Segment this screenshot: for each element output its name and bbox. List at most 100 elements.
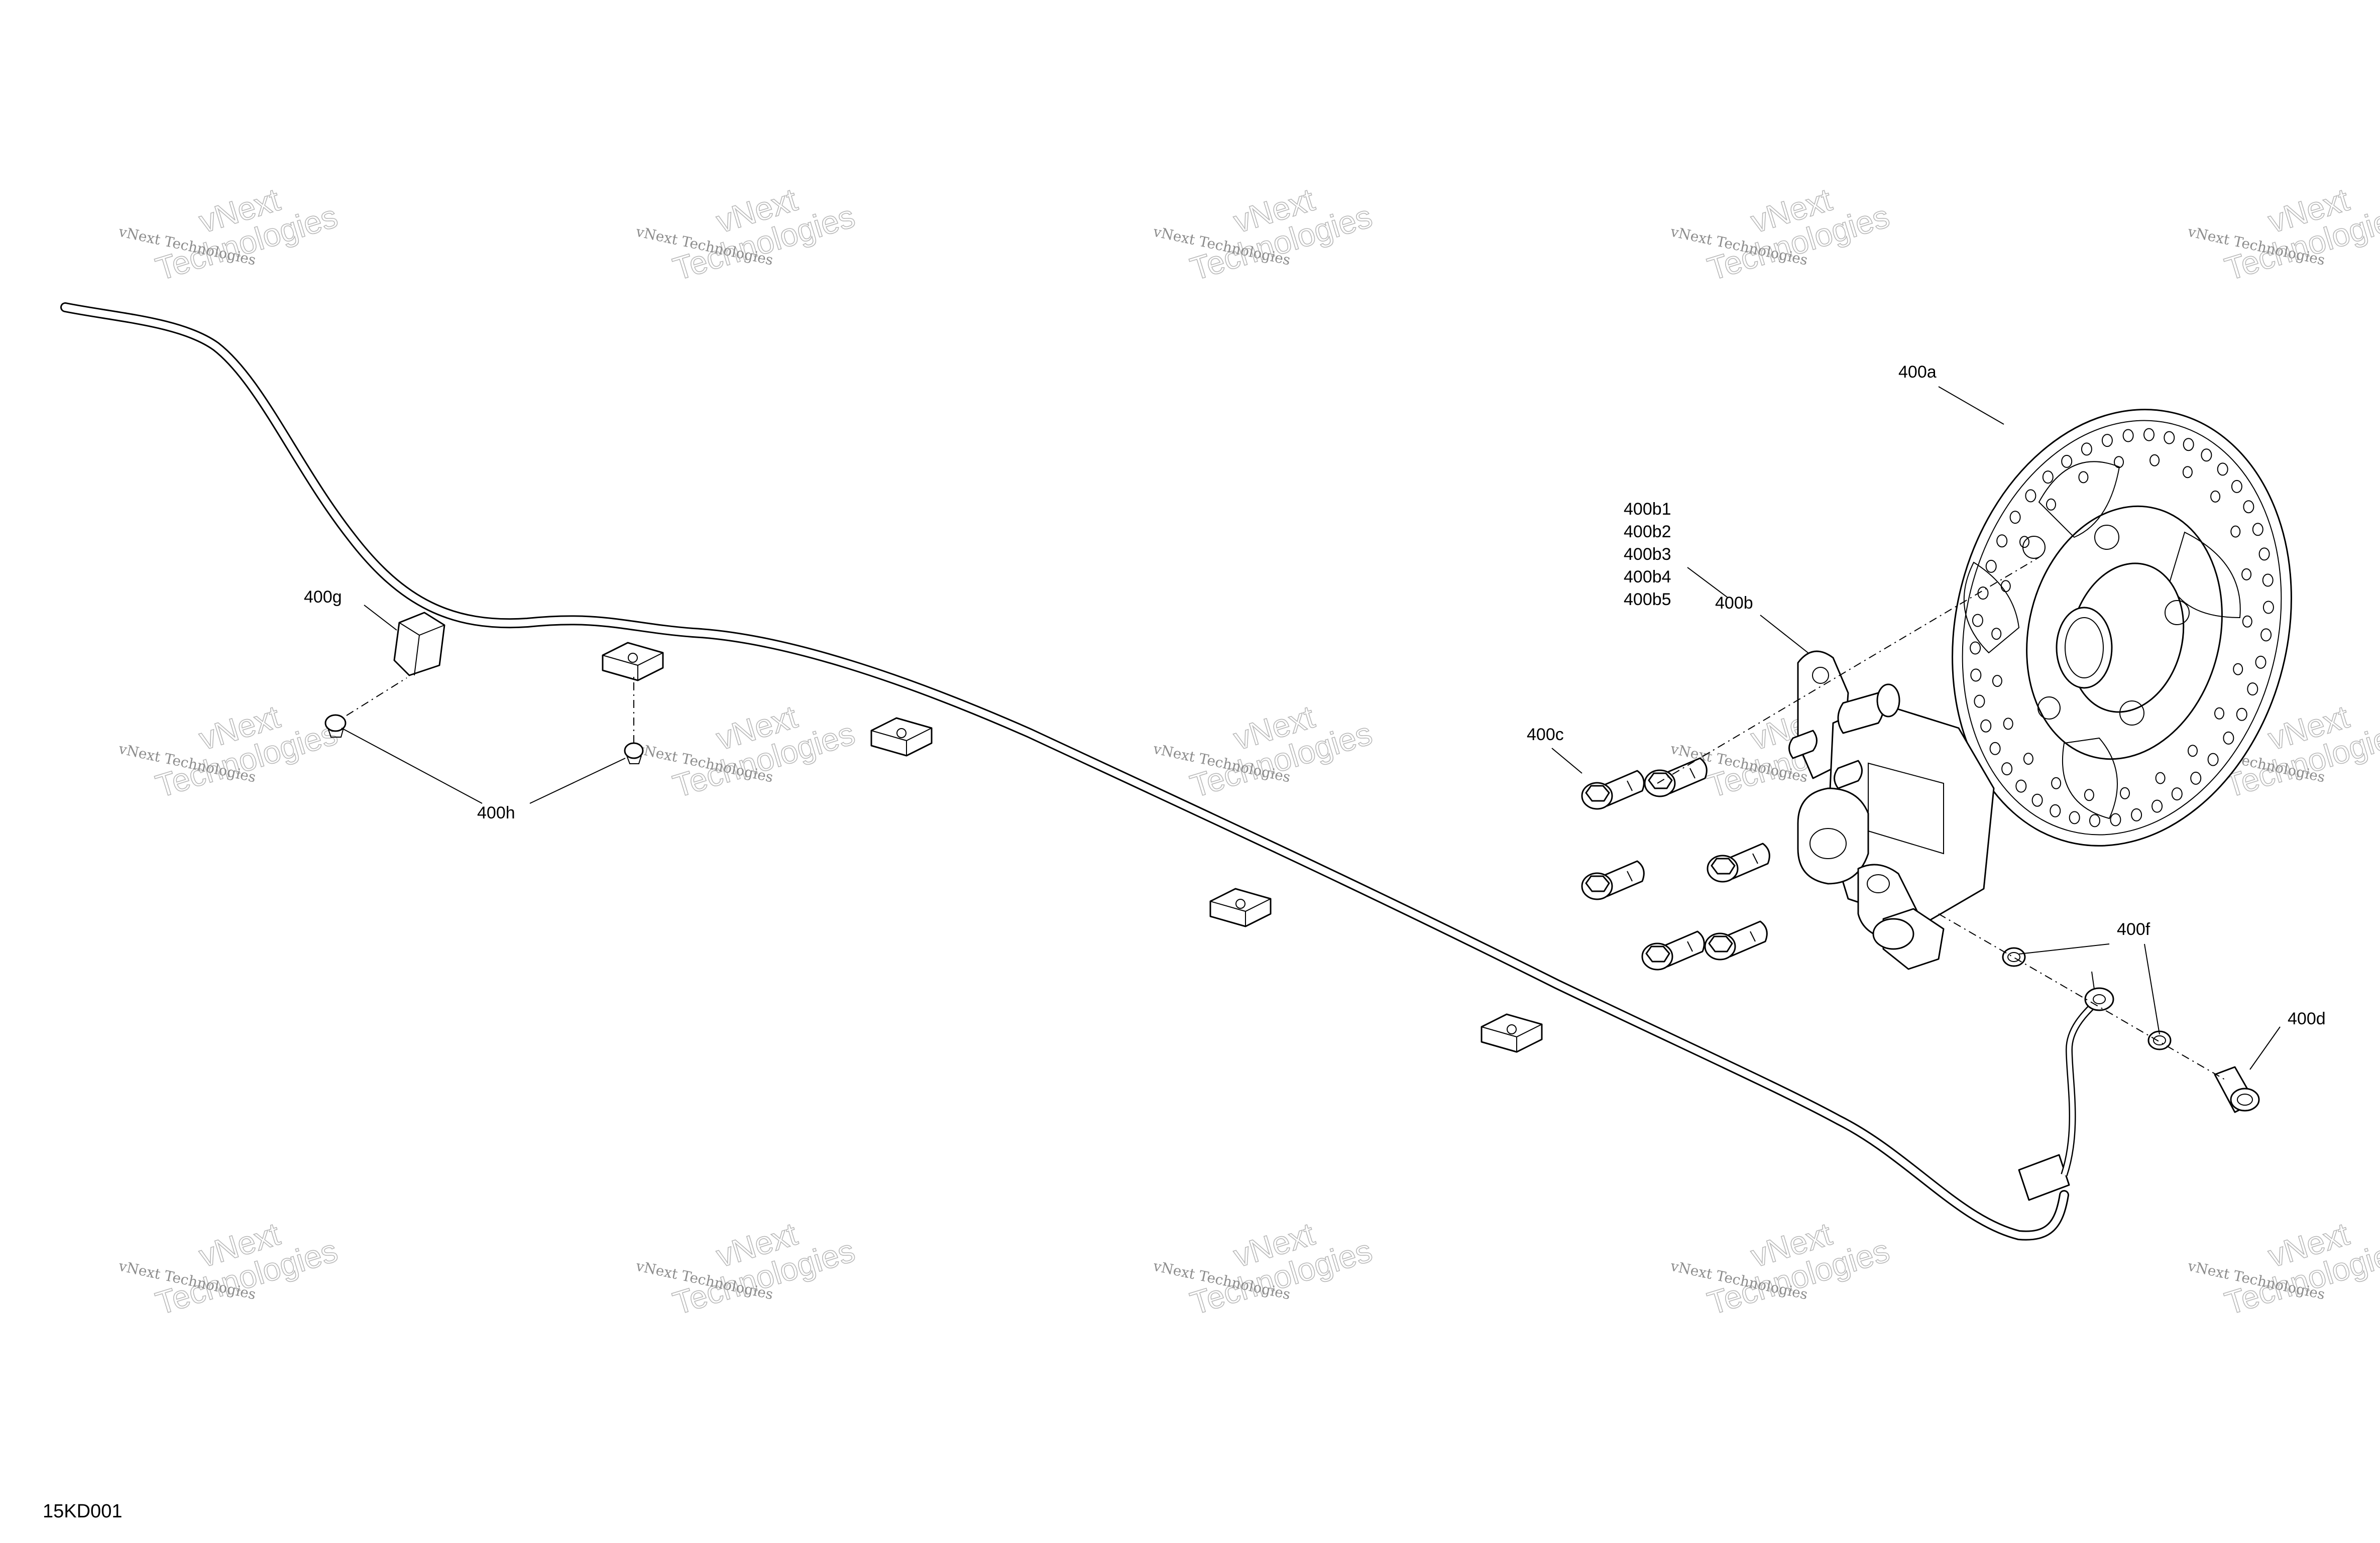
assembly-axis: [1657, 557, 2039, 784]
disc-hole: [1980, 719, 1992, 733]
bolt-part: [1641, 930, 1705, 971]
disc-hole: [2201, 448, 2212, 462]
disc-hole: [1970, 668, 1982, 682]
bolt-part: [1581, 770, 1645, 810]
disc-hole: [2242, 615, 2252, 628]
disc-hole: [2019, 536, 2029, 548]
brake-line: [60, 302, 2114, 1241]
disc-hole: [1985, 559, 1997, 573]
callout-400a: 400a: [1898, 363, 1937, 382]
disc-hole: [2025, 489, 2036, 503]
disc-hole: [2171, 787, 2183, 801]
disc-hole: [2151, 799, 2163, 813]
disc-hole: [2143, 428, 2155, 441]
watermark-outline-text: vNextTechnologies: [1177, 1201, 1376, 1322]
watermark-outline-text: vNextTechnologies: [2211, 167, 2380, 287]
disc-hole: [2031, 793, 2043, 807]
watermark-outline-text: vNextTechnologies: [142, 167, 342, 287]
leader-lines: [341, 386, 2281, 1070]
watermark-outline-text: vNextTechnologies: [659, 684, 859, 804]
hose-clip-part: [393, 612, 445, 676]
disc-hole: [2003, 718, 2013, 730]
callout-400b5: 400b5: [1624, 590, 1671, 609]
disc-hole: [2230, 525, 2241, 538]
disc-hole: [2247, 682, 2258, 696]
disc-hole: [2164, 431, 2175, 444]
watermark-outline-text: vNextTechnologies: [1177, 684, 1376, 804]
watermark-outline-text: vNextTechnologies: [2211, 1201, 2380, 1322]
disc-hole: [2042, 470, 2054, 484]
callout-400d: 400d: [2288, 1009, 2326, 1028]
disc-hole: [2262, 601, 2274, 614]
bolt-part: [1707, 843, 1770, 883]
watermark-outline-text: vNextTechnologies: [1694, 1201, 1893, 1322]
brake-caliper-part: [1788, 650, 1995, 970]
disc-hole: [2260, 628, 2272, 642]
disc-hole: [2110, 813, 2121, 826]
line-clip: [870, 717, 933, 757]
disc-hole: [2183, 438, 2194, 451]
disc-hole: [2061, 454, 2073, 468]
screw-part: [324, 714, 347, 738]
disc-hole: [2217, 462, 2228, 476]
disc-hole: [2243, 500, 2254, 514]
disc-hole: [2188, 745, 2198, 757]
disc-hole: [2190, 771, 2202, 785]
line-clip: [1209, 888, 1272, 927]
disc-hole: [1989, 742, 2001, 755]
assembly-axis: [1938, 913, 2225, 1080]
watermark-outline-text: vNextTechnologies: [142, 1201, 342, 1322]
disc-hole: [2101, 434, 2113, 447]
bolt-part: [1581, 860, 1645, 900]
line-clip: [602, 642, 664, 681]
disc-hole: [2252, 523, 2263, 536]
caliper-bolts: [1581, 757, 1770, 971]
callout-400g: 400g: [304, 587, 342, 607]
callout-400b3: 400b3: [1624, 545, 1671, 564]
disc-hole: [2046, 498, 2056, 511]
disc-hole: [2241, 568, 2252, 580]
assembly-axis: [346, 677, 407, 716]
line-clip: [1481, 1013, 1543, 1053]
disc-hole: [2214, 707, 2224, 720]
sealing-washer-part: [2002, 947, 2026, 967]
disc-hole: [2149, 454, 2160, 466]
disc-hole: [2155, 772, 2166, 784]
disc-hole: [2023, 753, 2033, 765]
disc-hole: [2001, 762, 2013, 776]
disc-hole: [2207, 753, 2219, 766]
watermark-outline-text: vNextTechnologies: [659, 167, 859, 287]
disc-hole: [2009, 511, 2021, 524]
disc-hole: [2050, 804, 2061, 817]
disc-hole: [2210, 490, 2221, 503]
callout-400b4: 400b4: [1624, 567, 1671, 586]
disc-hole: [2078, 471, 2089, 484]
disc-hole: [2120, 787, 2130, 799]
disc-hole: [1996, 534, 2008, 548]
disc-hole: [2084, 789, 2094, 801]
disc-hole: [2233, 663, 2243, 675]
bolt-part: [1644, 757, 1708, 797]
callout-400f: 400f: [2117, 920, 2150, 939]
disc-hole: [1972, 614, 1983, 627]
callout-400b2: 400b2: [1624, 522, 1671, 541]
disc-hole: [2089, 814, 2100, 827]
disc-hole: [2051, 777, 2062, 789]
callout-400c: 400c: [1527, 725, 1564, 744]
watermark-outline-text: vNextTechnologies: [142, 684, 342, 804]
disc-hole: [2223, 731, 2234, 745]
disc-hole: [2255, 655, 2266, 669]
